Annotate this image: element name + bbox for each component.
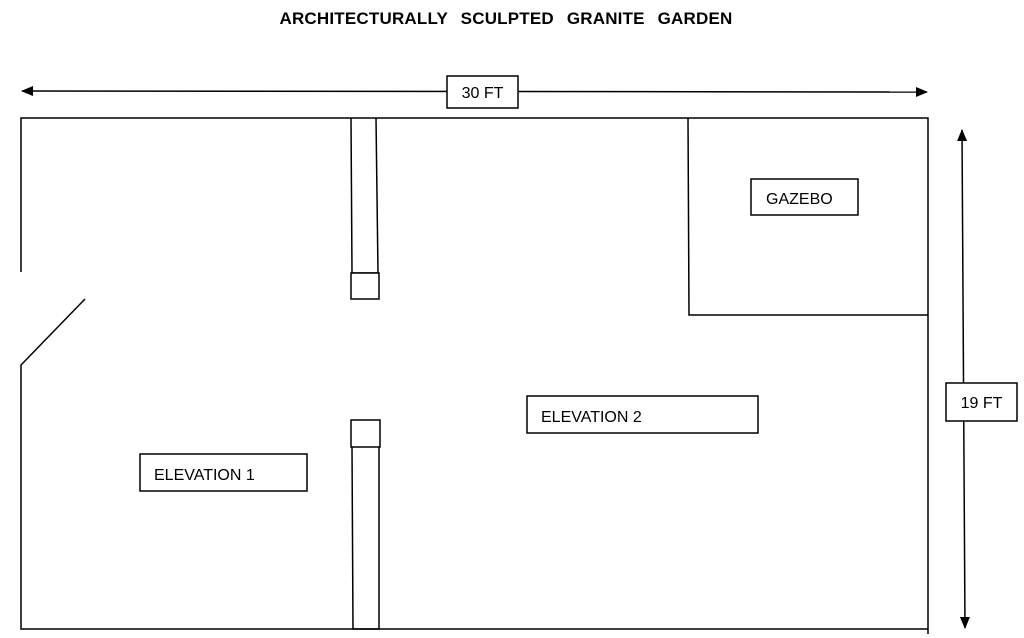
lower-pillar [350,419,381,448]
lower-wall [351,446,380,630]
elevation-2-label: ELEVATION 2 [541,409,642,426]
garden-boundary-lower [20,298,928,630]
height-dimension-arrow [957,129,970,629]
upper-wall [350,117,379,274]
garden-boundary [20,117,929,634]
height-label: 19 FT [961,395,1003,412]
plan-title: ARCHITECTURALLY SCULPTED GRANITE GARDEN [279,9,732,28]
upper-pillar [350,272,380,300]
elevation-1-label: ELEVATION 1 [154,467,255,484]
elevation-1-label-box [139,453,308,492]
width-label: 30 FT [462,85,504,102]
width-label-box [446,75,519,109]
elevation-2-label-box [526,395,759,434]
gazebo-label-box [750,178,859,216]
gazebo-enclosure [687,117,928,316]
gazebo-label: GAZEBO [766,191,833,208]
height-label-box [945,382,1018,422]
